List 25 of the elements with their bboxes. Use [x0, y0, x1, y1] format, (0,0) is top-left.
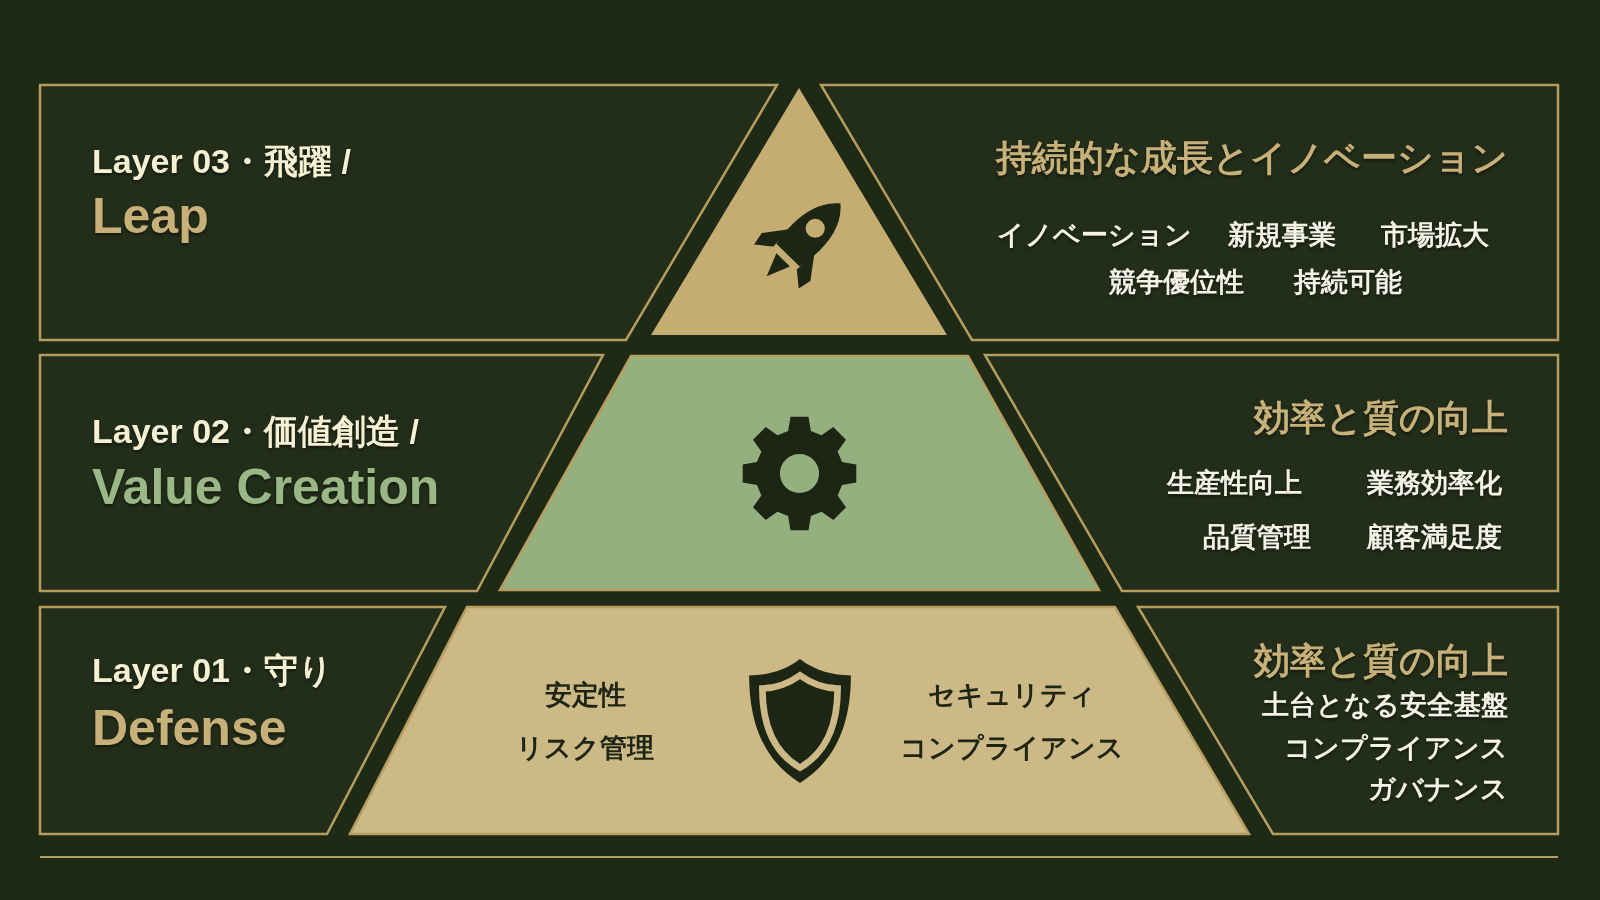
keyword-label: セキュリティ: [928, 678, 1096, 712]
keyword-label: 品質管理: [1203, 520, 1311, 554]
panel-heading: 効率と質の向上: [1254, 639, 1508, 683]
keyword-label: イノベーション: [996, 218, 1192, 252]
keyword-label: 顧客満足度: [1366, 520, 1502, 554]
keyword-label: 土台となる安全基盤: [1262, 688, 1508, 722]
layer-name: Value Creation: [92, 458, 440, 517]
keyword-label: 競争優位性: [1108, 265, 1244, 299]
layer-name: Defense: [92, 699, 287, 758]
keyword-label: リスク管理: [516, 731, 654, 765]
layer-name: Leap: [92, 187, 209, 246]
keyword-label: 持続可能: [1294, 265, 1402, 299]
keyword-label: 業務効率化: [1366, 466, 1502, 500]
keyword-label: 新規事業: [1228, 218, 1336, 252]
layer-title: Layer 02・価値創造 /: [92, 410, 419, 452]
keyword-label: 生産性向上: [1166, 466, 1302, 500]
layer-title: Layer 01・守り: [92, 649, 333, 691]
keyword-label: コンプライアンス: [1284, 731, 1508, 765]
panel-heading: 効率と質の向上: [1254, 396, 1508, 440]
keyword-label: コンプライアンス: [900, 731, 1124, 765]
panel-heading: 持続的な成長とイノベーション: [996, 136, 1508, 180]
keyword-label: 市場拡大: [1381, 218, 1489, 252]
keyword-label: ガバナンス: [1368, 772, 1508, 806]
layer-title: Layer 03・飛躍 /: [92, 140, 351, 182]
keyword-label: 安定性: [544, 678, 626, 712]
